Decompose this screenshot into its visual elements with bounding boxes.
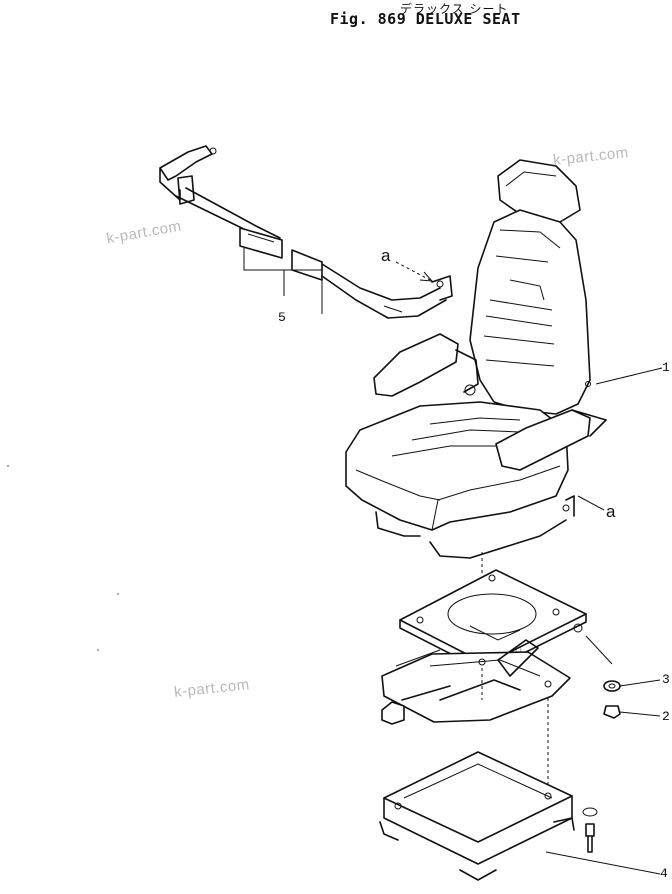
callout-5: 5: [278, 310, 286, 325]
callout-3: 3: [662, 672, 670, 687]
deluxe-seat: [345, 159, 663, 559]
figure-title-japanese: デラックス シート: [400, 2, 509, 16]
reference-a-seat: a: [606, 502, 616, 521]
reference-a-belt: a: [381, 246, 391, 265]
callout-2: 2: [662, 709, 670, 724]
callout-1: 1: [662, 360, 670, 375]
seat-base-stand: [379, 668, 661, 881]
seat-belt-assembly: [159, 145, 453, 319]
callout-4: 4: [660, 866, 668, 881]
hardware-washer-nut: [603, 679, 661, 719]
seat-slide-rail: [381, 639, 571, 725]
mounting-plate: [399, 552, 613, 673]
figure-title: Fig. 869 DELUXE SEAT: [330, 10, 521, 28]
